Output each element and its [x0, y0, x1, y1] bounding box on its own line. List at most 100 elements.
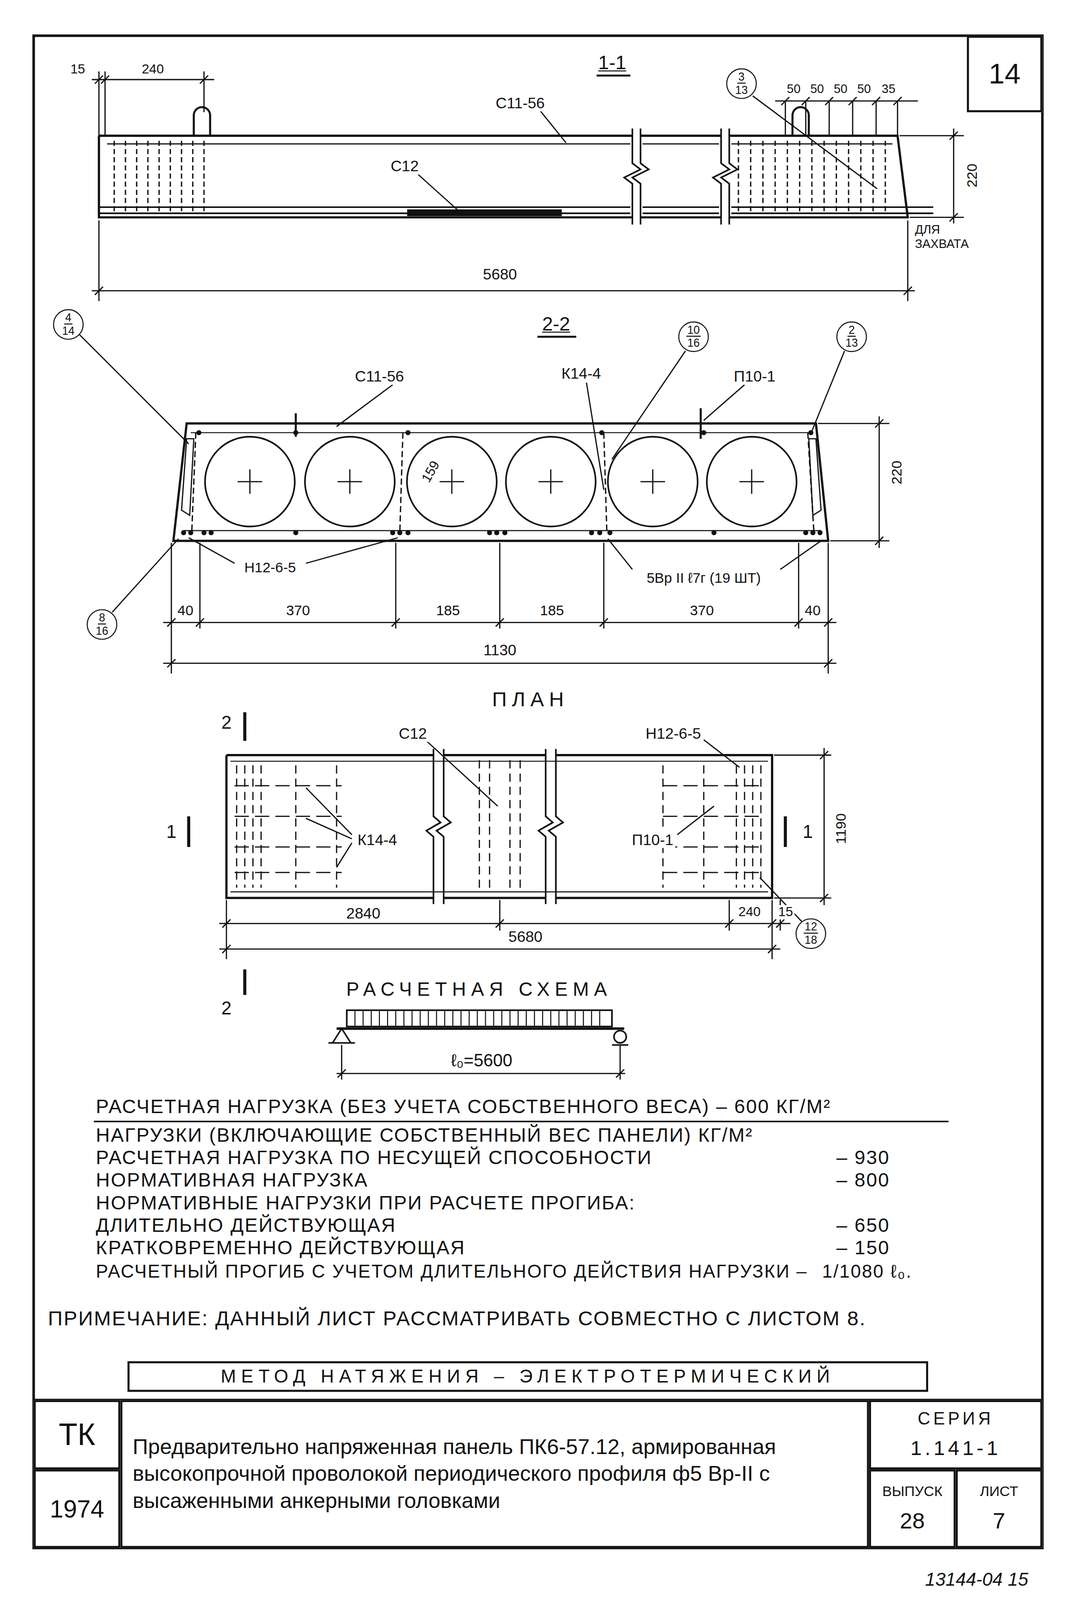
load-value: – 930 [834, 1146, 892, 1169]
part-mark: С11-56 [352, 366, 406, 385]
part-mark: К14-4 [559, 363, 604, 382]
method-box: МЕТОД НАТЯЖЕНИЯ – ЭЛЕКТРОТЕРМИЧЕСКИЙ [127, 1360, 929, 1392]
dimension-label: 1190 [832, 810, 849, 846]
load-text: РАСЧЕТНАЯ НАГРУЗКА (БЕЗ УЧЕТА СОБСТВЕННО… [93, 1095, 834, 1118]
callout-number: 2 [847, 324, 856, 337]
section-title: 2-2 [540, 313, 573, 336]
note-underline [93, 1120, 949, 1122]
drawing-path [775, 96, 919, 136]
load-text: НОРМАТИВНАЯ НАГРУЗКА [93, 1168, 371, 1192]
drawing-path [92, 71, 215, 136]
rebar-spec: 5Вр II ℓ7г (19 ШТ) [644, 569, 763, 586]
title-block-text: 1.141-1 [910, 1435, 1002, 1461]
drawing-circle [487, 530, 493, 536]
drawing-path [418, 95, 878, 212]
drawing-path [99, 135, 909, 218]
drawing-path [226, 754, 773, 898]
drawing-path [818, 416, 890, 548]
title-block-text: Предварительно напряженная панель ПК6-57… [132, 1433, 857, 1515]
sheet-number-box: 14 [966, 35, 1043, 113]
load-text: РАСЧЕТНАЯ НАГРУЗКА ПО НЕСУЩЕЙ СПОСОБНОСТ… [93, 1146, 655, 1169]
drawing-path [774, 747, 832, 905]
drawing-path [79, 334, 845, 613]
dimension-label: 40 [802, 601, 823, 618]
drawing-rect [33, 35, 1043, 1548]
drawing-circle [196, 430, 202, 436]
dimension-label: 240 [139, 61, 166, 77]
section-mark: 2 [219, 711, 234, 733]
callout-number: 16 [686, 337, 701, 349]
dimension-label: 370 [687, 601, 717, 618]
drawing-g [181, 430, 823, 535]
callout-circle: 213 [836, 321, 867, 352]
drawing-path [236, 759, 761, 893]
callout-circle: 1218 [795, 918, 827, 949]
callout-number: 16 [94, 625, 110, 637]
drawing-circle [597, 530, 603, 536]
callout-number: 13 [844, 337, 859, 349]
title-block-cell: ВЫПУСК28 [869, 1468, 956, 1548]
load-text: РАСЧЕТНЫЙ ПРОГИБ С УЧЕТОМ ДЛИТЕЛЬНОГО ДЕ… [93, 1260, 810, 1282]
title-block-text: ТК [58, 1414, 96, 1454]
section-mark: 2 [219, 997, 234, 1019]
drawing-line [537, 335, 577, 338]
drawing-circle [389, 530, 396, 536]
drawing-circle [817, 530, 823, 536]
drawing-path [92, 220, 916, 301]
dimension-label: 5680 [481, 264, 520, 283]
load-text: НАГРУЗКИ (ВКЛЮЧАЮЩИЕ СОБСТВЕННЫЙ ВЕС ПАН… [93, 1124, 756, 1147]
drawing-path [355, 1009, 600, 1026]
dimension-label: 370 [284, 601, 313, 618]
scheme-title: РАСЧЕТНАЯ СХЕМА [344, 978, 615, 1001]
title-block-text: ЛИСТ [980, 1482, 1019, 1500]
drawing-circle [502, 530, 508, 536]
dimension-label: 50 [855, 82, 873, 97]
drawing-path [237, 469, 765, 494]
drawing-circle [181, 530, 187, 536]
dimension-label: 40 [175, 601, 196, 618]
callout-number: 12 [803, 921, 819, 934]
drawing-path [899, 128, 964, 225]
drawing-path [306, 739, 802, 922]
drawing-path [624, 128, 738, 225]
drawing-path [336, 1044, 625, 1080]
section-mark: 1 [800, 820, 816, 842]
dimension-label: 35 [879, 82, 898, 97]
dimension-label: 220 [962, 161, 980, 190]
dimension-label: 50 [784, 82, 803, 97]
title-block-cell: ЛИСТ 7 [955, 1468, 1043, 1548]
drawing-path [295, 408, 701, 439]
note-text: ДЛЯ ЗАХВАТА [912, 223, 997, 252]
span-label: ℓ₀=5600 [448, 1050, 515, 1071]
drawing-circle [405, 430, 411, 436]
callout-number: 3 [737, 71, 746, 84]
title-block-text: 7 [993, 1505, 1006, 1535]
drawing-path [328, 1028, 629, 1045]
dimension-label: 50 [808, 82, 827, 97]
part-mark: К14-4 [355, 829, 400, 848]
callout-number: 13 [734, 84, 749, 97]
title-block-cell: 1974 [33, 1468, 121, 1548]
drawing-path [114, 140, 886, 213]
dimension-label: 15 [68, 61, 88, 77]
load-value: – 650 [834, 1213, 892, 1237]
load-text: НОРМАТИВНЫЕ НАГРУЗКИ ПРИ РАСЧЕТЕ ПРОГИБА… [93, 1191, 638, 1214]
drawing-circle [208, 530, 215, 536]
plan-view [188, 712, 832, 995]
drawing-rect [408, 210, 562, 216]
callout-circle: 313 [726, 68, 757, 99]
part-mark: С11-56 [493, 93, 547, 112]
design-scheme [328, 1009, 629, 1079]
drawing-rect [346, 1009, 612, 1026]
drawing-circle [599, 430, 605, 436]
title-block-text: ВЫПУСК [882, 1482, 943, 1500]
part-mark: Н12-6-5 [643, 723, 704, 742]
drawing-circle [293, 530, 299, 536]
drawing-circle [614, 1030, 627, 1043]
part-mark: П10-1 [731, 366, 778, 385]
title-block-text: 1974 [49, 1492, 104, 1524]
part-mark: С12 [396, 723, 429, 742]
drawing-circle [405, 530, 411, 536]
drawing-circle [589, 530, 595, 536]
